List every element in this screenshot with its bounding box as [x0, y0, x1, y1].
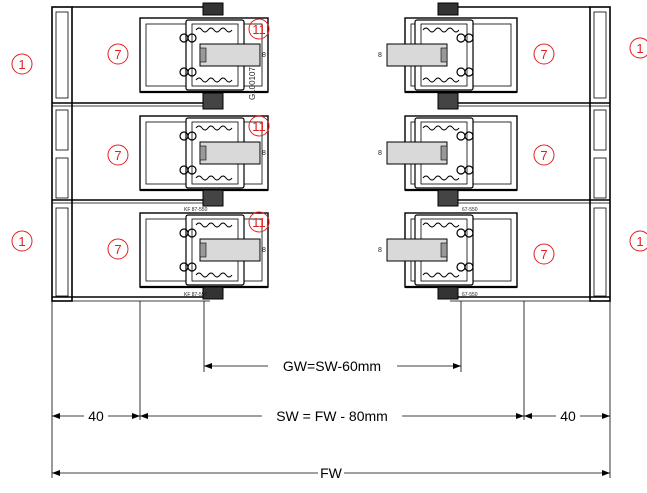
- gw-dimension-label: GW=SW-60mm: [283, 358, 381, 374]
- gap-label-right-2: 8: [378, 150, 382, 157]
- svg-text:7: 7: [540, 247, 547, 262]
- dim-left-40: 40: [52, 408, 140, 424]
- dimension-extension-lines: [51, 301, 611, 478]
- svg-text:7: 7: [540, 148, 547, 163]
- svg-text:7: 7: [540, 47, 547, 62]
- right-frame: [450, 6, 611, 302]
- callout-sash-left-2: 7: [107, 144, 129, 166]
- right-sash-bottom: [385, 211, 519, 289]
- callout-frame-right-bottom: 1: [629, 230, 647, 252]
- left-gaskets: [202, 2, 224, 300]
- callout-frame-left-bottom: 1: [11, 230, 33, 252]
- gasket-label-right-1: 67-550: [462, 207, 478, 213]
- gap-label-left-1: 8: [262, 52, 266, 59]
- svg-text:1: 1: [18, 234, 25, 249]
- callout-sash-right-3: 7: [533, 243, 555, 265]
- svg-text:11: 11: [252, 119, 266, 134]
- gasket-label-left-1: KF 87-550: [184, 207, 208, 213]
- fw-dimension-label: FW: [320, 465, 343, 481]
- gap-label-right-3: 8: [378, 247, 382, 254]
- dim-gw: GW=SW-60mm: [204, 358, 461, 374]
- section-code-label: G100107: [248, 67, 257, 100]
- dim-sw: SW = FW - 80mm: [140, 408, 524, 424]
- svg-text:1: 1: [636, 41, 643, 56]
- callout-glazing-1: 11: [248, 18, 270, 40]
- sw-dimension-label: SW = FW - 80mm: [276, 408, 388, 424]
- right-offset-label: 40: [560, 408, 576, 424]
- dim-right-40: 40: [524, 408, 610, 424]
- svg-text:7: 7: [114, 148, 121, 163]
- callout-sash-right-2: 7: [533, 144, 555, 166]
- callout-frame-left-top: 1: [11, 53, 33, 75]
- dim-fw: FW: [52, 465, 610, 481]
- callout-sash-left-3: 7: [107, 238, 129, 260]
- right-sash-top: [385, 16, 519, 94]
- svg-text:1: 1: [636, 234, 643, 249]
- gasket-label-right-2: 67-550: [462, 292, 478, 298]
- svg-text:7: 7: [114, 47, 121, 62]
- right-gaskets: [437, 2, 459, 300]
- callout-sash-right-1: 7: [533, 43, 555, 65]
- svg-text:11: 11: [252, 215, 266, 230]
- svg-text:1: 1: [18, 57, 25, 72]
- gasket-label-left-2: KF 87-550: [184, 292, 208, 298]
- callout-glazing-2: 11: [248, 115, 270, 137]
- gap-label-right-1: 8: [378, 52, 382, 59]
- callout-glazing-3: 11: [248, 211, 270, 233]
- callout-sash-left-1: 7: [107, 43, 129, 65]
- left-frame: [51, 6, 210, 302]
- gap-label-left-3: 8: [262, 247, 266, 254]
- gap-label-left-2: 8: [262, 150, 266, 157]
- left-offset-label: 40: [88, 408, 104, 424]
- svg-text:11: 11: [252, 22, 266, 37]
- right-sash-middle: [385, 114, 519, 192]
- callout-frame-right-top: 1: [629, 37, 647, 59]
- svg-text:7: 7: [114, 242, 121, 257]
